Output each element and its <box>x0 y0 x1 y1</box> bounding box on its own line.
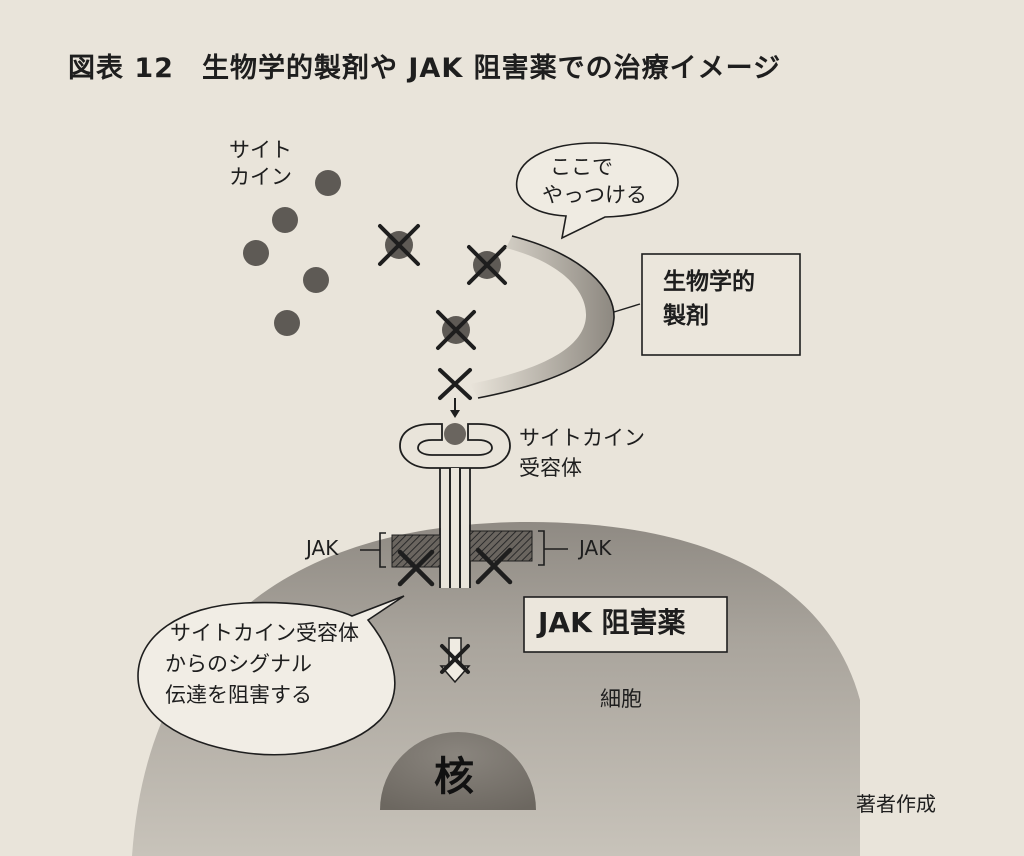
biologic-shield <box>470 236 615 398</box>
cytokine-dot <box>315 170 341 196</box>
bubble-top-line1: ここで <box>550 155 613 179</box>
bubble-bottom-line3: 伝達を阻害する <box>165 683 312 707</box>
bubble-bottom-line2: からのシグナル <box>165 652 312 676</box>
figure-title: 図表 12 生物学的製剤や JAK 阻害薬での治療イメージ <box>68 53 782 84</box>
cytokine-dot <box>303 267 329 293</box>
cytokine-dot <box>274 310 300 336</box>
blocked-signal <box>439 637 471 684</box>
speech-bubble-bottom <box>137 595 405 756</box>
jak-inhibitor-label: JAK 阻害薬 <box>538 606 686 639</box>
receptor-label-line2: 受容体 <box>519 456 582 480</box>
cytokine-dots <box>243 170 341 336</box>
nucleus-label: 核 <box>434 754 474 800</box>
jak-blocked-marks <box>397 547 513 587</box>
cell-label: 細胞 <box>600 687 642 711</box>
cytokine-label-line1: サイト <box>229 138 292 162</box>
jak-label-left: JAK <box>306 536 339 560</box>
receptor-shape <box>399 423 511 588</box>
biologic-label-line2: 製剤 <box>663 303 709 329</box>
blocked-cytokines <box>378 224 507 418</box>
receptor-label-line1: サイトカイン <box>519 426 645 450</box>
biologic-box <box>641 253 801 356</box>
jak-label-right: JAK <box>579 536 612 560</box>
bubble-top-line2: やっつける <box>542 183 647 207</box>
cytokine-dot <box>272 207 298 233</box>
biologic-label-line1: 生物学的 <box>663 269 755 295</box>
bubble-bottom-line1: サイトカイン受容体 <box>170 621 359 645</box>
jak-inhibitor-box <box>523 596 728 653</box>
cytokine-dot <box>243 240 269 266</box>
credit-label: 著者作成 <box>856 792 936 816</box>
cytokine-label-line2: カイン <box>229 165 292 189</box>
nucleus-shape <box>380 732 536 810</box>
speech-bubble-top <box>515 142 679 240</box>
